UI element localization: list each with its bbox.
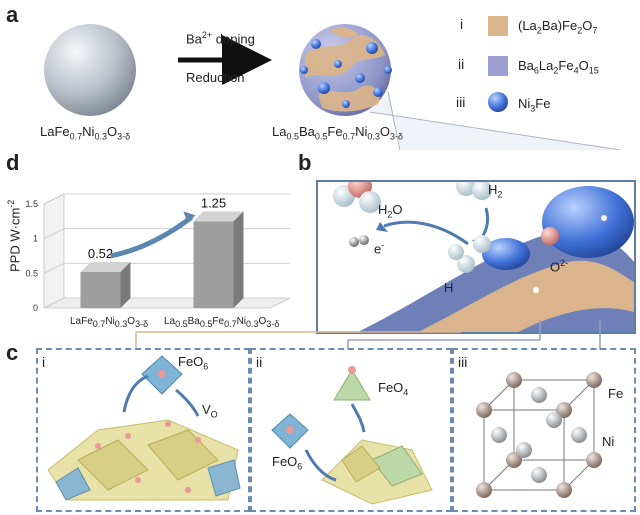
label-ni: Ni <box>602 434 615 449</box>
panel-c-iii-graphics <box>476 372 602 498</box>
exsolved-sphere <box>299 24 392 116</box>
panel-label-a: a <box>6 2 19 27</box>
ppd-chart: 0 0.5 1 1.5 0.52 1.25 <box>25 193 291 313</box>
bar-value-label-0: 0.52 <box>88 246 113 261</box>
chart-ytick-1: 0.5 <box>25 268 38 278</box>
panel-c-i-graphics <box>47 355 241 501</box>
bar-top-0 <box>80 261 131 272</box>
panel-a-graphics <box>44 16 621 150</box>
growth-arrow-head <box>183 211 196 224</box>
label-h2: H2 <box>488 182 503 200</box>
panel-label-d: d <box>6 150 20 175</box>
bar-top-1 <box>193 211 244 222</box>
right-formula: La0.5Ba0.5Fe0.7Ni0.3O3-δ <box>272 124 404 142</box>
panel-c-i-frame: i FeO6 VO <box>36 348 250 512</box>
legend-roman-iii: iii <box>456 94 466 110</box>
label-feo6-ii: FeO6 <box>272 454 303 472</box>
label-h2o: H2O <box>378 202 403 220</box>
chart-ytick-3: 1.5 <box>25 199 38 209</box>
perovskite-sphere <box>44 24 136 116</box>
panel-c-iii-frame: iii Fe Ni <box>452 348 636 512</box>
label-electron: e- <box>374 240 385 257</box>
legend-label-iii: Ni3Fe <box>518 96 551 114</box>
chart-gridline <box>43 193 290 205</box>
chart-ytick-0: 0 <box>33 303 38 313</box>
legend-roman-i: i <box>460 16 464 32</box>
bar-0 <box>80 271 121 308</box>
panel-b-frame: H2 H2O e- H O2- <box>316 180 636 334</box>
chart-xtick-1: La0.5Ba0.5Fe0.7Ni0.3O3-δ <box>164 316 280 329</box>
label-fe: Fe <box>608 386 624 401</box>
chart-ytick-2: 1 <box>33 234 38 244</box>
legend-roman-ii: ii <box>458 56 465 72</box>
label-feo4: FeO4 <box>378 380 409 398</box>
legend-label-ii: Ba6La2Fe4O15 <box>518 58 599 76</box>
panel-c-iii-roman: iii <box>458 354 468 370</box>
panel-c-i-roman: i <box>42 354 46 370</box>
legend-swatch-ii <box>488 56 508 76</box>
legend-swatch-i <box>488 16 508 36</box>
chart-xtick-0: LaFe0.7Ni0.3O3-δ <box>70 316 149 329</box>
panel-label-c: c <box>6 340 19 365</box>
panel-b-graphics <box>333 182 634 332</box>
chart-ylabel: PPD W·cm-2 <box>6 199 23 272</box>
legend-swatch-iii <box>488 92 508 112</box>
panel-c-ii-roman: ii <box>256 354 263 370</box>
panel-label-b: b <box>298 150 312 175</box>
arrow-label-bottom: Reduction <box>186 70 245 85</box>
bar-1 <box>193 221 234 308</box>
left-formula: LaFe0.7Ni0.3O3-δ <box>40 124 131 142</box>
legend-label-i: (La2Ba)Fe2O7 <box>518 18 598 36</box>
panel-c-ii-frame: ii FeO4 FeO6 <box>250 348 452 512</box>
label-o2: O2- <box>550 258 569 275</box>
arrow-label-top: Ba2+ doping <box>186 30 255 47</box>
label-h: H <box>444 280 454 295</box>
label-vo: VO <box>202 402 218 420</box>
growth-arrow <box>110 215 194 259</box>
panel-c-ii-graphics <box>271 366 433 505</box>
connector-lines <box>135 320 601 350</box>
bar-side-1 <box>233 211 244 308</box>
bar-side-0 <box>120 261 131 308</box>
bar-value-label-1: 1.25 <box>201 195 226 210</box>
label-feo6-i: FeO6 <box>178 354 209 372</box>
chart-side-wall <box>43 193 65 309</box>
